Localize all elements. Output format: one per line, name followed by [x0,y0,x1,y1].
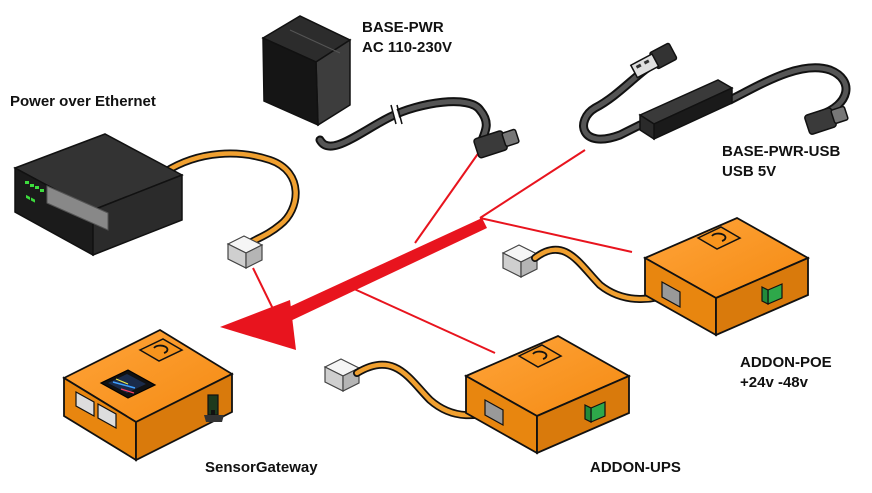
label-base-pwr-line2: AC 110-230V [362,39,453,56]
oled-display [99,369,157,399]
label-base-pwr-usb-line1: BASE-PWR-USB [722,143,841,160]
label-addon-poe-line2: +24v -48v [740,374,808,391]
poe-status-leds [26,194,35,203]
rj45-plug-addon-poe [501,244,539,278]
label-base-pwr-usb: BASE-PWR-USB USB 5V [722,142,840,182]
usb-power-cable-icon [579,42,851,144]
label-base-pwr-line1: BASE-PWR [362,19,444,36]
power-arrow [220,218,487,350]
logo-icon [517,344,563,368]
red-connector-lines [252,147,633,354]
logo-icon [696,226,742,250]
poe-switch-icon [13,133,300,257]
label-sensorgateway: SensorGateway [205,459,318,476]
power-adapter-icon [261,15,520,159]
label-base-pwr: BASE-PWR AC 110-230V [362,18,452,58]
label-addon-ups: ADDON-UPS [590,459,681,476]
sensorgateway-device-icon [62,328,234,462]
addon-poe-device [531,216,811,337]
label-addon-poe-line1: ADDON-POE [740,354,832,371]
label-poe: Power over Ethernet [10,93,156,110]
rj45-plug-poe [226,235,264,269]
label-addon-poe: ADDON-POE +24v -48v [740,353,832,393]
label-base-pwr-usb-line2: USB 5V [722,163,777,180]
addon-ups-device [353,334,632,455]
logo-icon [138,338,184,362]
addon-device-icon [353,216,811,455]
